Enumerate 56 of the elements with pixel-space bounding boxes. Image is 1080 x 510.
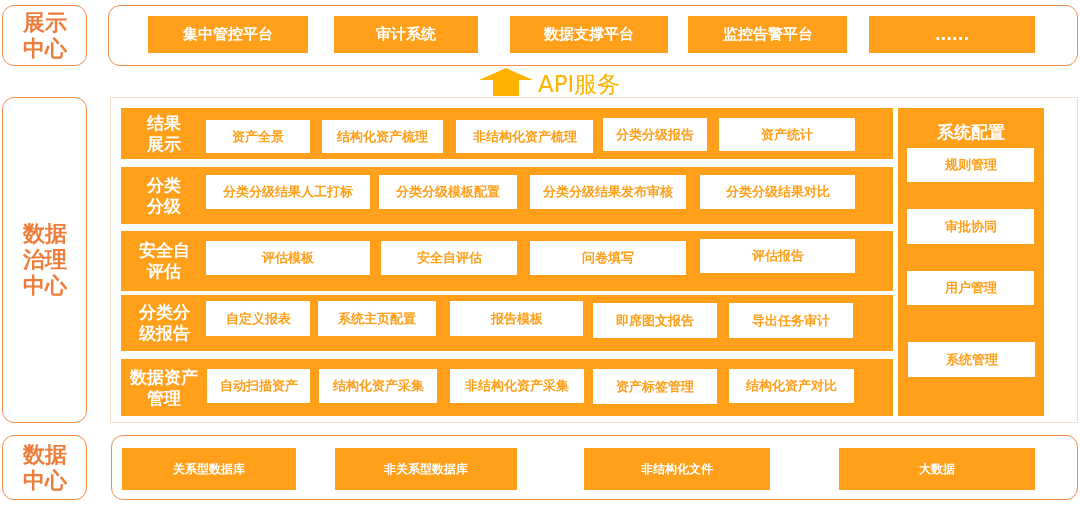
platform-box: 审计系统 <box>334 16 478 53</box>
function-box: 系统主页配置 <box>318 301 436 336</box>
function-box: 结构化资产梳理 <box>322 120 443 153</box>
module-band <box>121 108 893 159</box>
block-arrow <box>479 68 533 96</box>
function-box: 即席图文报告 <box>593 303 717 338</box>
platform-box: 集中管控平台 <box>148 16 308 53</box>
function-box: 用户管理 <box>907 271 1034 305</box>
module-band <box>121 167 893 224</box>
layer-panel <box>110 97 1078 423</box>
function-box: 分类分级结果发布审核 <box>530 175 686 209</box>
function-box: 审批协同 <box>907 209 1034 244</box>
function-box: 报告模板 <box>450 301 583 336</box>
function-box: 资产统计 <box>719 118 855 151</box>
module-band <box>121 295 893 351</box>
function-box: 非结构化资产梳理 <box>456 120 593 153</box>
layer-label: 数据治理中心 <box>2 97 87 423</box>
function-box: 非结构化资产采集 <box>450 369 584 403</box>
module-heading: 数据资产管理 <box>129 366 199 409</box>
module-heading: 系统配置 <box>936 122 1006 143</box>
data-source-box: 非结构化文件 <box>584 448 770 490</box>
data-source-box: 关系型数据库 <box>122 448 296 490</box>
function-box: 规则管理 <box>907 148 1034 182</box>
edge-label: API服务 <box>538 71 621 97</box>
function-box: 结构化资产采集 <box>319 369 437 403</box>
function-box: 自定义报表 <box>206 301 310 336</box>
function-box: 自动扫描资产 <box>207 369 310 403</box>
function-box: 资产标签管理 <box>593 369 717 404</box>
function-box: 导出任务审计 <box>729 303 853 338</box>
platform-box: ...... <box>869 16 1035 53</box>
module-heading: 安全自评估 <box>137 240 191 282</box>
module-heading: 分类分级 <box>146 174 182 217</box>
data-source-box: 大数据 <box>839 448 1035 490</box>
layer-panel <box>111 435 1078 500</box>
module-band <box>121 359 893 416</box>
function-box: 安全自评估 <box>381 241 517 275</box>
layer-label: 展示中心 <box>2 5 87 66</box>
module-heading: 分类分级报告 <box>137 302 191 344</box>
function-box: 分类分级模板配置 <box>379 175 517 209</box>
function-box: 系统管理 <box>908 342 1035 377</box>
function-box: 问卷填写 <box>530 241 686 275</box>
function-box: 分类分级结果对比 <box>700 175 855 209</box>
module-heading: 结果展示 <box>146 112 182 155</box>
layer-panel <box>108 5 1078 66</box>
function-box: 结构化资产对比 <box>729 369 854 403</box>
module-band <box>121 231 893 291</box>
function-box: 分类分级报告 <box>603 118 707 151</box>
data-source-box: 非关系型数据库 <box>335 448 517 490</box>
module-panel <box>898 108 1044 416</box>
function-box: 评估模板 <box>206 241 370 275</box>
platform-box: 监控告警平台 <box>688 16 847 53</box>
layer-label: 数据中心 <box>2 435 87 500</box>
function-box: 分类分级结果人工打标 <box>206 175 370 209</box>
platform-box: 数据支撑平台 <box>510 16 668 53</box>
function-box: 资产全景 <box>206 120 310 153</box>
function-box: 评估报告 <box>700 239 855 273</box>
